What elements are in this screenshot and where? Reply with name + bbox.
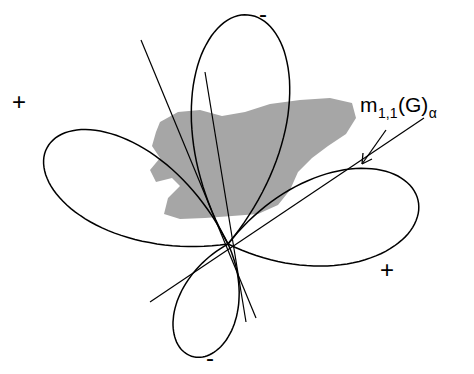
pointer-arrow <box>362 130 386 164</box>
lobes <box>44 15 419 358</box>
lobe-outline <box>44 130 228 247</box>
lobe-outline <box>191 15 289 244</box>
axis-line <box>150 118 424 302</box>
sign-label: + <box>12 90 26 114</box>
pointer-head <box>362 153 372 164</box>
sign-label: - <box>206 346 214 370</box>
lobe-outline <box>228 168 419 266</box>
sign-label: - <box>259 2 267 26</box>
axis-line <box>205 72 246 322</box>
sign-label: + <box>380 258 394 282</box>
shape-silhouette <box>150 98 356 219</box>
function-label: m <box>360 94 378 115</box>
lobe-outline <box>173 244 239 357</box>
function-label: (G) <box>398 94 428 115</box>
subscript-label: 1,1 <box>378 106 397 120</box>
subscript-label: α <box>429 106 437 120</box>
pointer-line <box>362 130 386 164</box>
